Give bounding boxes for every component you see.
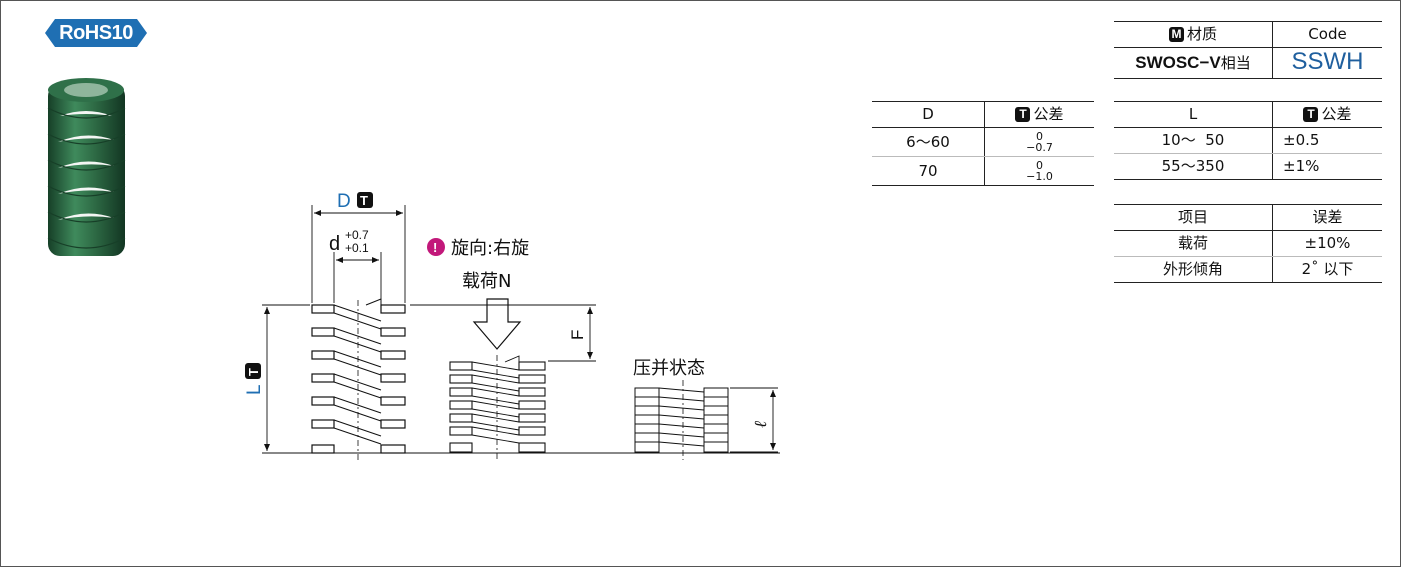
svg-text:!: ! [433,240,437,255]
rohs-badge: RoHS10 [45,19,147,47]
spring-photo [47,78,126,256]
l-range-cell: 10〜 50 [1114,127,1273,154]
material-suffix: 相当 [1220,54,1251,72]
warning-icon [427,238,445,256]
spring-free-length [311,304,406,454]
spring-drawing: D T d +0.7 +0.1 L T ! 旋向:右旋 载荷N F [244,191,780,460]
d-dimension-label: D [337,191,351,212]
f-dimension-label: F [568,330,587,340]
spring-loaded [449,361,546,453]
error-cell: 2˚ 以下 [1272,256,1382,283]
solid-length-label: ℓ [751,421,771,428]
load-label: 载荷N [462,271,511,292]
table-row: 10〜 50 ±0.5 [1114,127,1382,154]
d-range-cell: 6〜60 [872,127,985,157]
d-tag-letter: T [360,193,368,208]
item-header: 项目 [1114,204,1273,231]
l-tol-header-text: 公差 [1321,105,1352,123]
table-row: 70 0−1.0 [872,156,1094,186]
d-tol-cell: 0−0.7 [984,127,1094,157]
l-tol-cell: ±1% [1272,153,1382,180]
code-header: Code [1272,21,1382,48]
l-dimension-label: L [244,384,265,395]
d-table-tag: T [1015,107,1031,122]
material-cell: SWOSC−V相当 [1114,47,1273,79]
d-header: D [872,101,985,128]
table-row: 6〜60 0−0.7 [872,127,1094,157]
table-row: 载荷 ±10% [1114,230,1382,257]
l-header: L [1114,101,1273,128]
item-cell: 外形倾角 [1114,256,1273,283]
code-value: SSWH [1291,48,1364,75]
compressed-label: 压并状态 [633,358,705,379]
d-tag-box [357,192,373,208]
d-tol-upper: 0 [1036,130,1043,143]
d-tol-header-text: 公差 [1033,105,1064,123]
l-tol-cell: ±0.5 [1272,127,1382,154]
d-tolerance-lower: +0.1 [345,241,369,255]
d-tol-cell: 0−1.0 [984,156,1094,186]
d-tol-lower: −0.7 [1026,141,1053,154]
item-cell: 载荷 [1114,230,1273,257]
material-header-text: 材质 [1186,25,1217,43]
code-cell: SSWH [1272,47,1382,79]
error-header: 误差 [1272,204,1382,231]
d-range-cell: 70 [872,156,985,186]
l-tag-letter: T [246,368,261,376]
d-tol-upper: 0 [1036,159,1043,172]
material-value: SWOSC−V [1135,53,1221,72]
spring-solid [634,387,729,453]
table-row: 外形倾角 2˚ 以下 [1114,256,1382,283]
d-small-label: d [329,233,340,255]
load-arrow [472,298,522,350]
l-range-cell: 55〜350 [1114,153,1273,180]
d-tolerance-upper: +0.7 [345,228,369,242]
d-tol-lower: −1.0 [1026,170,1053,183]
l-table-tag: T [1303,107,1319,122]
material-tag: M [1168,27,1184,42]
error-table: 项目 误差 载荷 ±10% 外形倾角 2˚ 以下 [1114,204,1382,283]
rotation-label: 旋向:右旋 [451,238,529,259]
table-row: 55〜350 ±1% [1114,153,1382,180]
error-cell: ±10% [1272,230,1382,257]
